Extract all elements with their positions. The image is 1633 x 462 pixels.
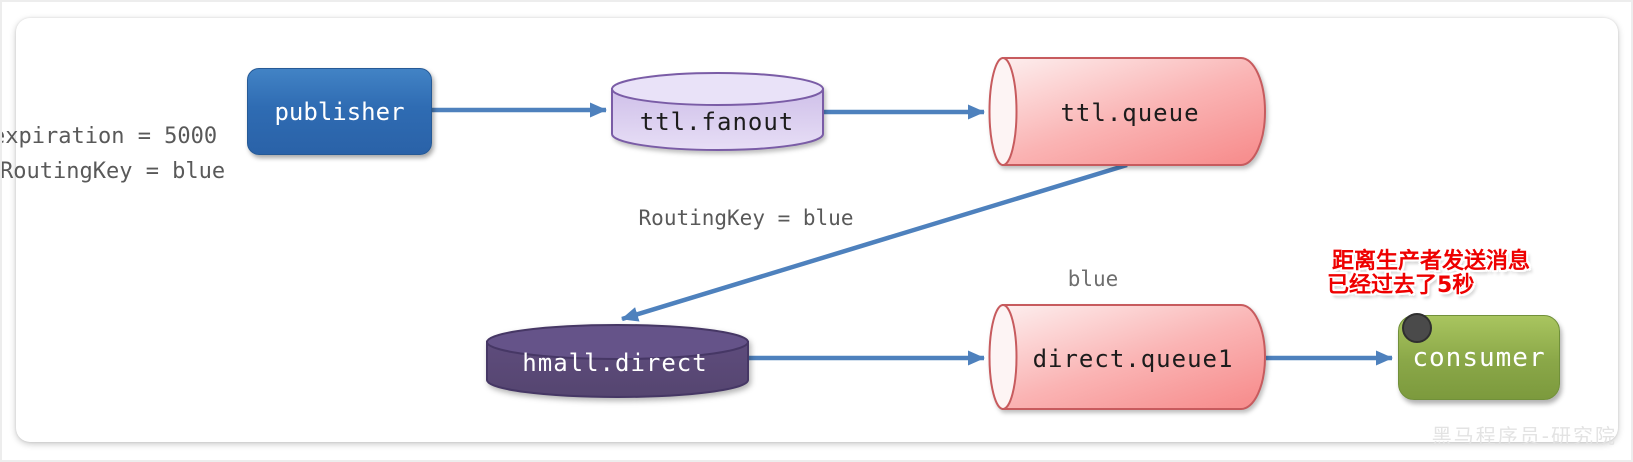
publisher-label: publisher: [274, 97, 405, 126]
consumer-label: consumer: [1412, 342, 1546, 373]
binding-key-edge-label: blue: [1067, 267, 1119, 291]
elapsed-time-callout-line1: 距离生产者发送消息: [1332, 249, 1531, 274]
ttl-fanout-label: ttl.fanout: [639, 108, 795, 136]
direct-queue1-label: direct.queue1: [1032, 345, 1234, 373]
publisher-node: publisher: [247, 68, 432, 155]
arrow-ttl-queue-to-hmall-direct: [621, 162, 1128, 322]
hmall-direct-cylinder: [486, 324, 749, 398]
flow-arrows: [430, 102, 1393, 366]
elapsed-time-callout-line2: 已经过去了5秒: [1327, 274, 1474, 297]
expiration-annotation: expiration = 5000: [0, 124, 218, 149]
ttl-queue-label: ttl.queue: [1060, 99, 1200, 127]
ttl-queue-cylinder: [988, 57, 1266, 166]
routing-key-annotation: RoutingKey = blue: [0, 159, 226, 184]
callout-seconds-number: 5: [1437, 273, 1453, 298]
callout-line2-prefix: 已经过去了: [1327, 273, 1438, 298]
callout-line2-suffix: 秒: [1452, 273, 1475, 298]
consumer-status-dot: [1402, 313, 1432, 343]
direct-queue1-cylinder: [988, 304, 1266, 410]
hmall-direct-label: hmall.direct: [522, 349, 708, 377]
watermark-text: 黑马程序员-研究院: [1431, 424, 1617, 448]
ttl-fanout-cylinder: [611, 72, 824, 151]
routing-key-edge-label: RoutingKey = blue: [638, 206, 854, 230]
